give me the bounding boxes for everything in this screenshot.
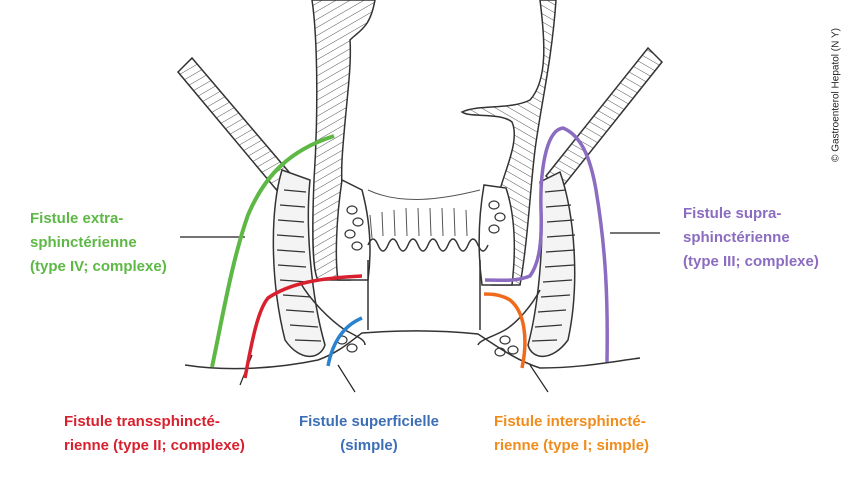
label-super-line1: Fistule superficielle (298, 413, 440, 430)
copyright-notice: © Gastroenterol Hepatol (N Y) (830, 28, 842, 162)
label-supra-line3: (type III; complexe) (683, 253, 819, 270)
label-trans-sphincteric: Fistule transsphincté- rienne (type II; … (64, 410, 245, 458)
label-trans-line2: rienne (type II; complexe) (64, 437, 245, 454)
left-sphincter-ridges (276, 189, 322, 342)
rectal-mucosa (367, 189, 481, 239)
fistula-super-track (326, 316, 363, 367)
right-anal-glands (488, 200, 519, 357)
label-inter-sphincteric: Fistule intersphincté- rienne (type I; s… (494, 410, 649, 458)
label-trans-line1: Fistule transsphincté- (64, 413, 220, 430)
label-supra-line2: sphinctérienne (683, 229, 790, 246)
fistula-inter-track (483, 292, 527, 369)
right-sphincter-ridges (531, 189, 576, 342)
fistula-extra-track (210, 134, 335, 368)
fistula-trans-track (243, 274, 363, 379)
label-extra-line1: Fistule extra- (30, 210, 124, 227)
skin-outline (184, 330, 641, 370)
label-inter-line1: Fistule intersphincté- (494, 413, 646, 430)
label-superficial: Fistule superficielle (simple) (296, 410, 442, 458)
dentate-line (367, 238, 489, 252)
label-inter-line2: rienne (type I; simple) (494, 437, 650, 454)
label-supra-line1: Fistule supra- (683, 205, 782, 222)
label-super-line2: (simple) (340, 437, 398, 454)
left-internal-sphincter (335, 178, 371, 281)
label-extra-sphincteric: Fistule extra- sphinctérienne (type IV; … (30, 207, 167, 279)
fistula-supra-track (484, 126, 609, 363)
right-lower-anal-wall (477, 289, 541, 346)
right-levator-ani (544, 46, 664, 192)
left-anal-glands (336, 205, 364, 353)
right-internal-sphincter (478, 184, 515, 286)
label-supra-sphincteric: Fistule supra- sphinctérienne (type III;… (683, 202, 819, 274)
label-extra-line2: sphinctérienne (30, 234, 137, 251)
label-extra-line3: (type IV; complexe) (30, 258, 167, 275)
